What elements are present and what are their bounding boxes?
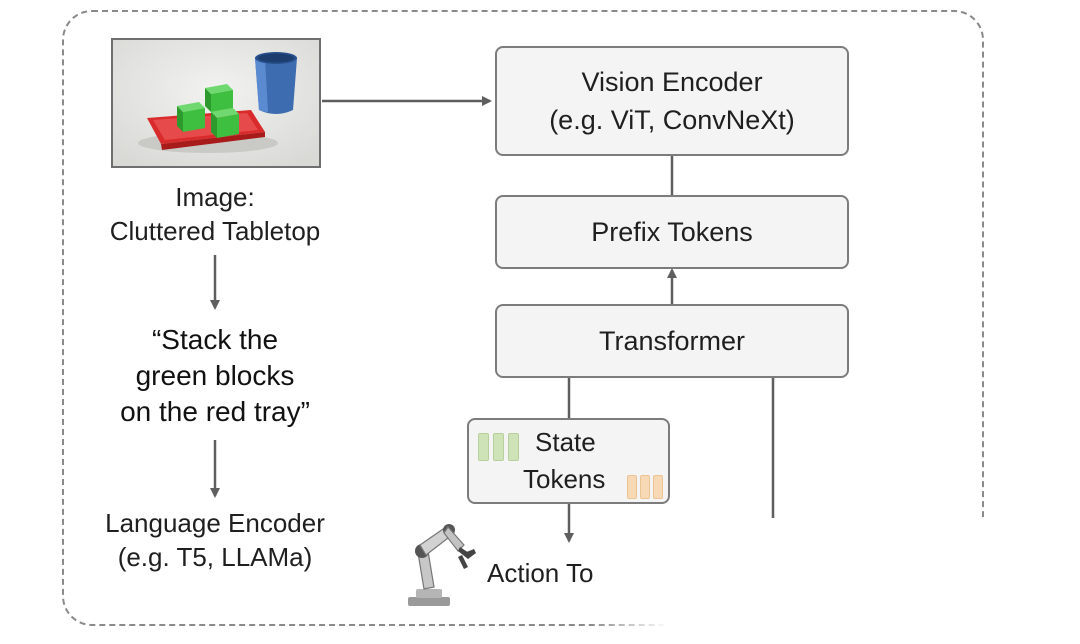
instruction-text: “Stack the green blocks on the red tray”: [70, 322, 360, 430]
action-tokens-label: Action To: [487, 558, 594, 588]
state-tokens-line1: State: [535, 427, 596, 457]
green-block-left: [177, 102, 205, 132]
image-caption-line2: Cluttered Tabletop: [109, 216, 321, 246]
tabletop-image: [111, 38, 321, 168]
prefix-tokens-label: Prefix Tokens: [591, 217, 753, 247]
prefix-tokens-box: Prefix Tokens: [495, 195, 849, 269]
diagram-frame: [62, 10, 984, 626]
language-encoder-line2: (e.g. T5, LLAMa): [117, 542, 313, 572]
image-caption: Image: Cluttered Tabletop: [70, 180, 360, 248]
bottom-right-fade-overlay: [590, 518, 1080, 644]
state-tokens-orange-bars: [627, 475, 663, 499]
blue-cup: [255, 52, 297, 114]
transformer-box: Transformer: [495, 304, 849, 378]
green-block-right: [211, 108, 239, 138]
state-tokens-green-bars: [478, 433, 519, 461]
instruction-line3: on the red tray”: [120, 396, 310, 427]
state-tokens-line2: Tokens: [523, 464, 606, 494]
vision-encoder-title: Vision Encoder: [581, 67, 763, 97]
vision-encoder-subtitle: (e.g. ViT, ConvNeXt): [549, 105, 795, 135]
robot-arm-icon: [408, 524, 476, 606]
transformer-label: Transformer: [598, 326, 746, 356]
state-tokens-box: State Tokens: [467, 418, 670, 504]
language-encoder-label: Language Encoder (e.g. T5, LLAMa): [60, 506, 370, 574]
vision-encoder-box: Vision Encoder (e.g. ViT, ConvNeXt): [495, 46, 849, 156]
image-caption-line1: Image:: [175, 182, 255, 212]
bottom-edge: [0, 626, 1080, 644]
instruction-line1: “Stack the: [151, 324, 279, 355]
green-block-top: [205, 84, 233, 112]
instruction-line2: green blocks: [135, 360, 295, 391]
language-encoder-line1: Language Encoder: [105, 508, 325, 538]
